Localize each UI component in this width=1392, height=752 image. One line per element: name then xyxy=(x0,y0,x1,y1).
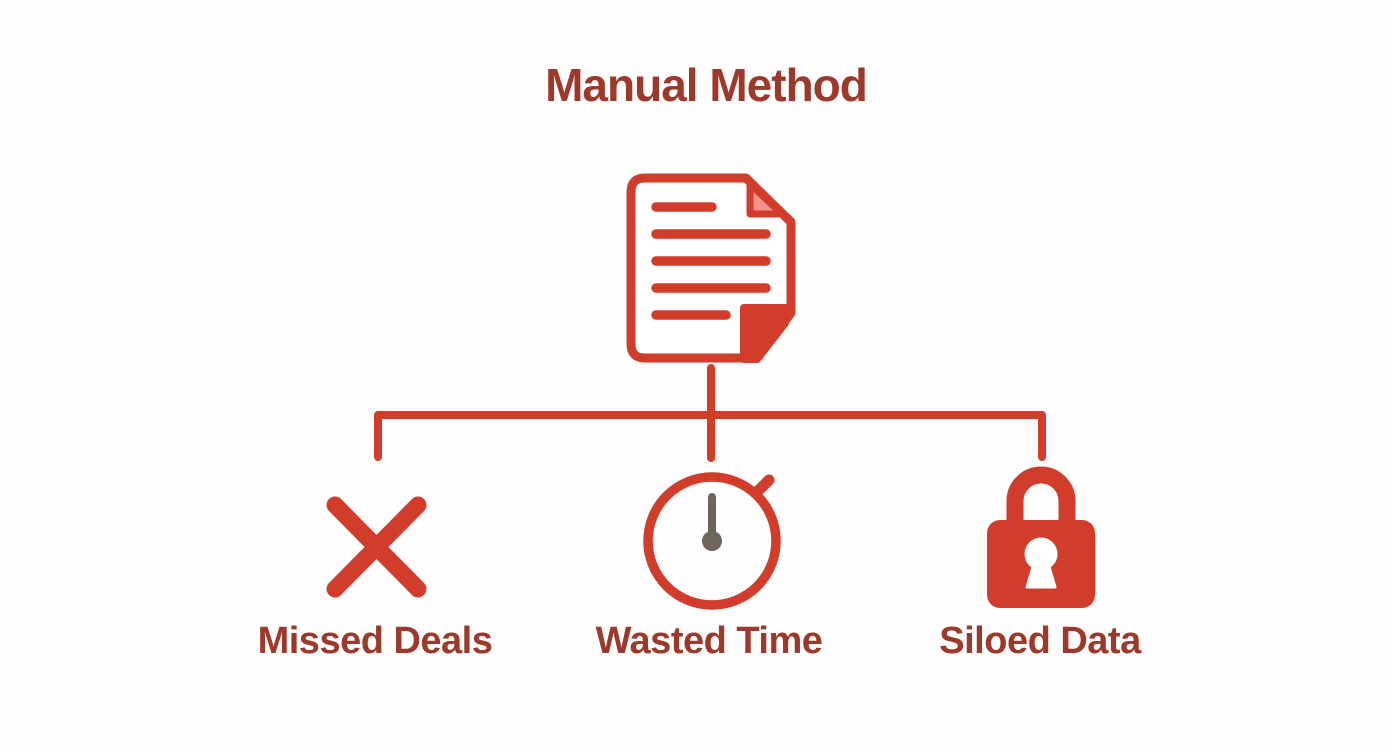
branch-label-wasted-time: Wasted Time xyxy=(595,620,823,662)
keyhole xyxy=(1024,537,1058,589)
branch-label-siloed-data: Siloed Data xyxy=(939,620,1141,662)
branch-label-missed-deals: Missed Deals xyxy=(257,620,493,662)
document-text-lines xyxy=(651,202,771,320)
diagram-title: Manual Method xyxy=(545,59,868,111)
document-icon xyxy=(626,173,796,363)
connector-lines xyxy=(374,364,1046,462)
stopwatch-icon xyxy=(643,472,781,610)
x-mark-icon xyxy=(326,496,427,598)
lock-icon xyxy=(987,466,1095,608)
